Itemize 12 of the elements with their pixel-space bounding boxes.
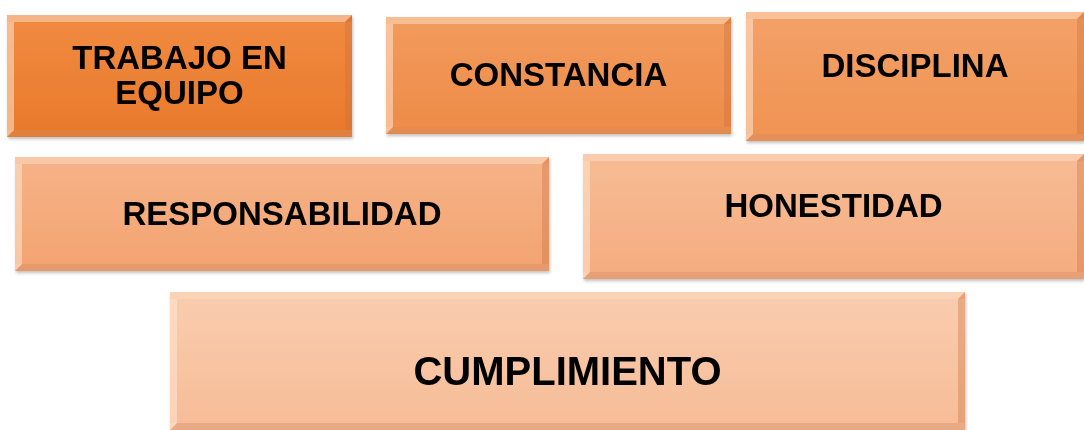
- value-label: TRABAJO EN EQUIPO: [71, 41, 288, 111]
- value-label: DISCIPLINA: [821, 49, 1009, 84]
- value-box: [386, 17, 731, 134]
- value-label: CONSTANCIA: [449, 58, 668, 93]
- value-label: CUMPLIMIENTO: [413, 350, 722, 392]
- value-box: [15, 157, 549, 271]
- value-box: [746, 12, 1084, 141]
- value-box: [170, 292, 965, 430]
- value-box: [583, 154, 1084, 279]
- value-box: [7, 15, 352, 137]
- value-label: HONESTIDAD: [724, 189, 943, 224]
- value-label: RESPONSABILIDAD: [122, 196, 442, 232]
